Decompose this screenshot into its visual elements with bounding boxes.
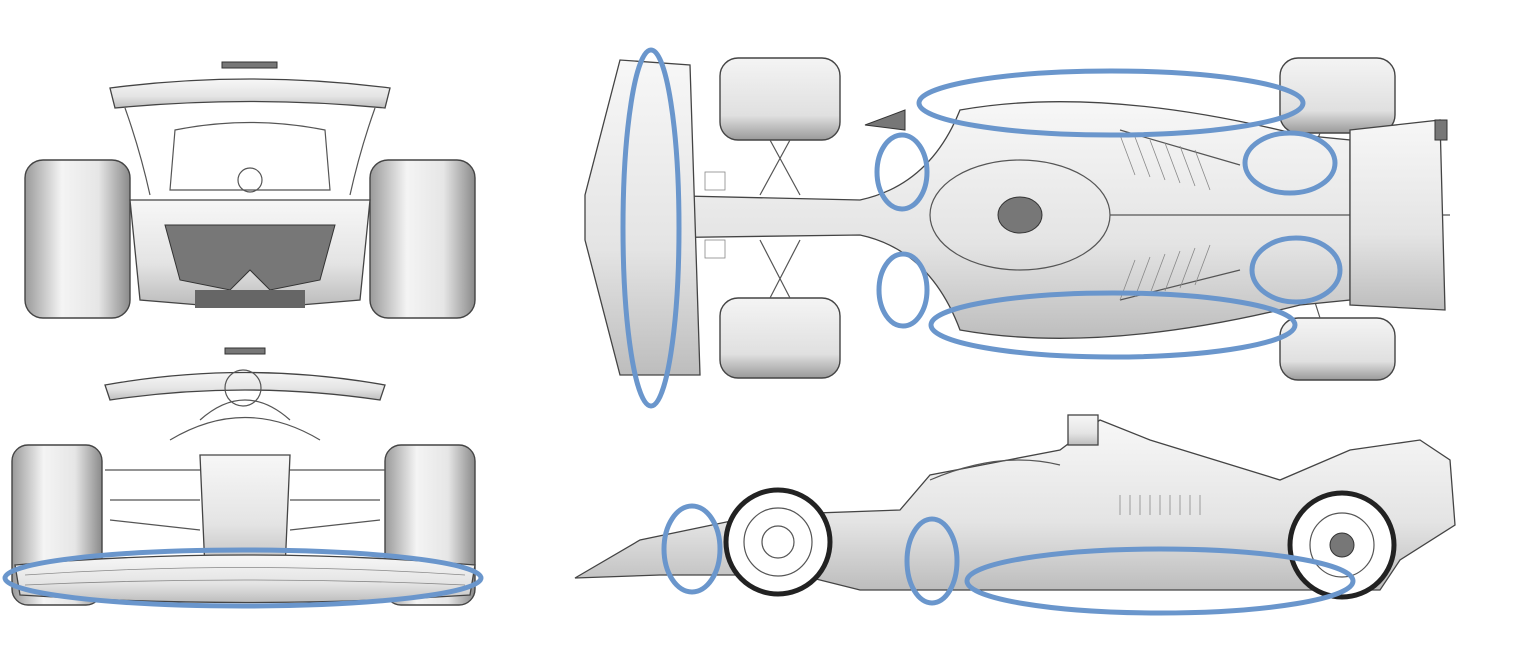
side-view	[574, 414, 1456, 600]
rear-view	[24, 61, 476, 319]
drs-actuator	[221, 61, 278, 69]
suspension-top	[759, 132, 1321, 319]
top-view	[584, 57, 1450, 381]
highlight-front-wing-front	[2, 547, 484, 609]
highlight-front-wing-side	[661, 503, 723, 595]
rear-wing-top	[1349, 119, 1446, 311]
rear-left-tyre-top	[1279, 57, 1396, 134]
brake-duct-left	[704, 171, 726, 191]
rear-wing-behind	[104, 371, 386, 401]
front-left-tyre-top	[719, 57, 841, 141]
front-wing-top	[584, 59, 701, 376]
highlight-regions	[2, 47, 1356, 616]
front-wheel-side	[723, 487, 833, 597]
roll-hoop	[1067, 414, 1099, 446]
airbox	[224, 369, 262, 407]
front-right-tyre-top	[719, 297, 841, 379]
rear-wing	[109, 78, 391, 109]
louvres-side	[1119, 495, 1201, 515]
rear-left-tyre	[24, 159, 131, 319]
highlight-sidepod-left	[916, 68, 1306, 138]
front-view	[11, 347, 476, 606]
rear-floor-edge	[195, 290, 305, 308]
endplate-top	[1434, 119, 1448, 141]
highlight-bargeboard-right	[876, 251, 930, 329]
cooling-louvres	[1119, 134, 1211, 301]
diffuser-channels	[164, 224, 336, 291]
suspension-arms	[105, 469, 385, 531]
engine-cover	[169, 121, 331, 191]
wing-flaps	[24, 567, 466, 586]
wing-endplates	[124, 107, 376, 196]
highlight-rear-suspension-left	[1242, 130, 1338, 196]
highlight-floor-leading-edge-side	[904, 516, 960, 606]
highlight-floor-side	[964, 546, 1356, 616]
front-wing	[14, 554, 476, 604]
nose-cone	[199, 454, 291, 571]
highlight-bargeboard-left	[874, 132, 930, 212]
brake-duct-right	[704, 239, 726, 259]
halo-side	[929, 459, 1061, 481]
highlight-front-wing-top	[620, 47, 682, 409]
rear-right-tyre	[369, 159, 476, 319]
mirror-top	[864, 109, 906, 131]
halo	[169, 399, 321, 441]
camera-mount	[224, 347, 266, 355]
rear-wheel-side	[1287, 490, 1397, 600]
highlight-rear-suspension-right	[1249, 235, 1343, 305]
rain-light	[237, 167, 263, 193]
rear-right-tyre-top	[1279, 317, 1396, 381]
highlight-sidepod-right	[928, 290, 1298, 360]
driver-helmet	[997, 196, 1043, 234]
